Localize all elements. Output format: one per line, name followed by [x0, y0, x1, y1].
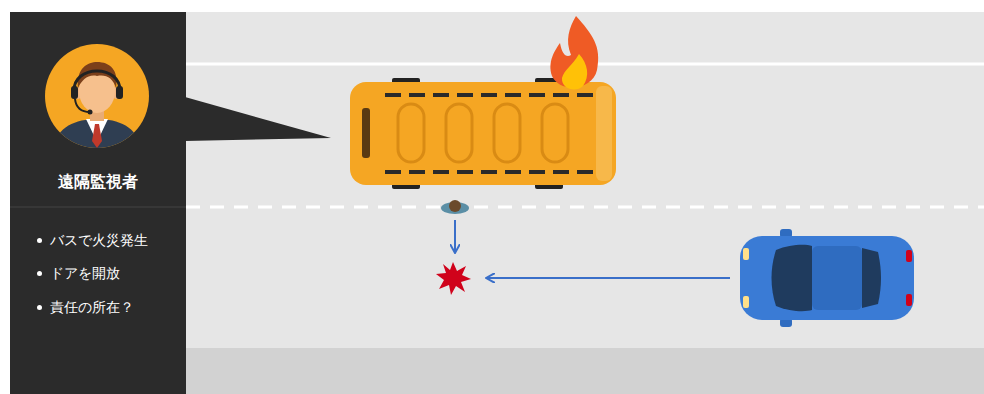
- road: [186, 12, 984, 348]
- side-panel-box: 遠隔監視者バスで火災発生ドアを開放責任の所在？: [10, 12, 186, 394]
- sidewalk: [186, 348, 984, 394]
- bullet-text: ドアを開放: [50, 264, 120, 282]
- car: [740, 229, 914, 327]
- bullet-dot: [37, 305, 42, 310]
- bullet-dot: [37, 271, 42, 276]
- operator-avatar: [45, 44, 149, 152]
- panel-divider: [10, 207, 186, 208]
- fire: [550, 16, 598, 89]
- role-title: 遠隔監視者: [58, 172, 138, 193]
- collision-burst: [436, 262, 471, 295]
- pedestrian: [441, 200, 469, 214]
- side-panel: [10, 12, 186, 394]
- speech-pointer: [185, 97, 331, 141]
- center-dash: [186, 206, 984, 209]
- bullet-text: バスで火災発生: [50, 231, 148, 249]
- motion-arrow: [487, 277, 730, 279]
- bullet-dot: [37, 238, 42, 243]
- bus: [350, 78, 616, 189]
- bullet-text: 責任の所在？: [50, 298, 134, 316]
- motion-arrow: [454, 220, 456, 252]
